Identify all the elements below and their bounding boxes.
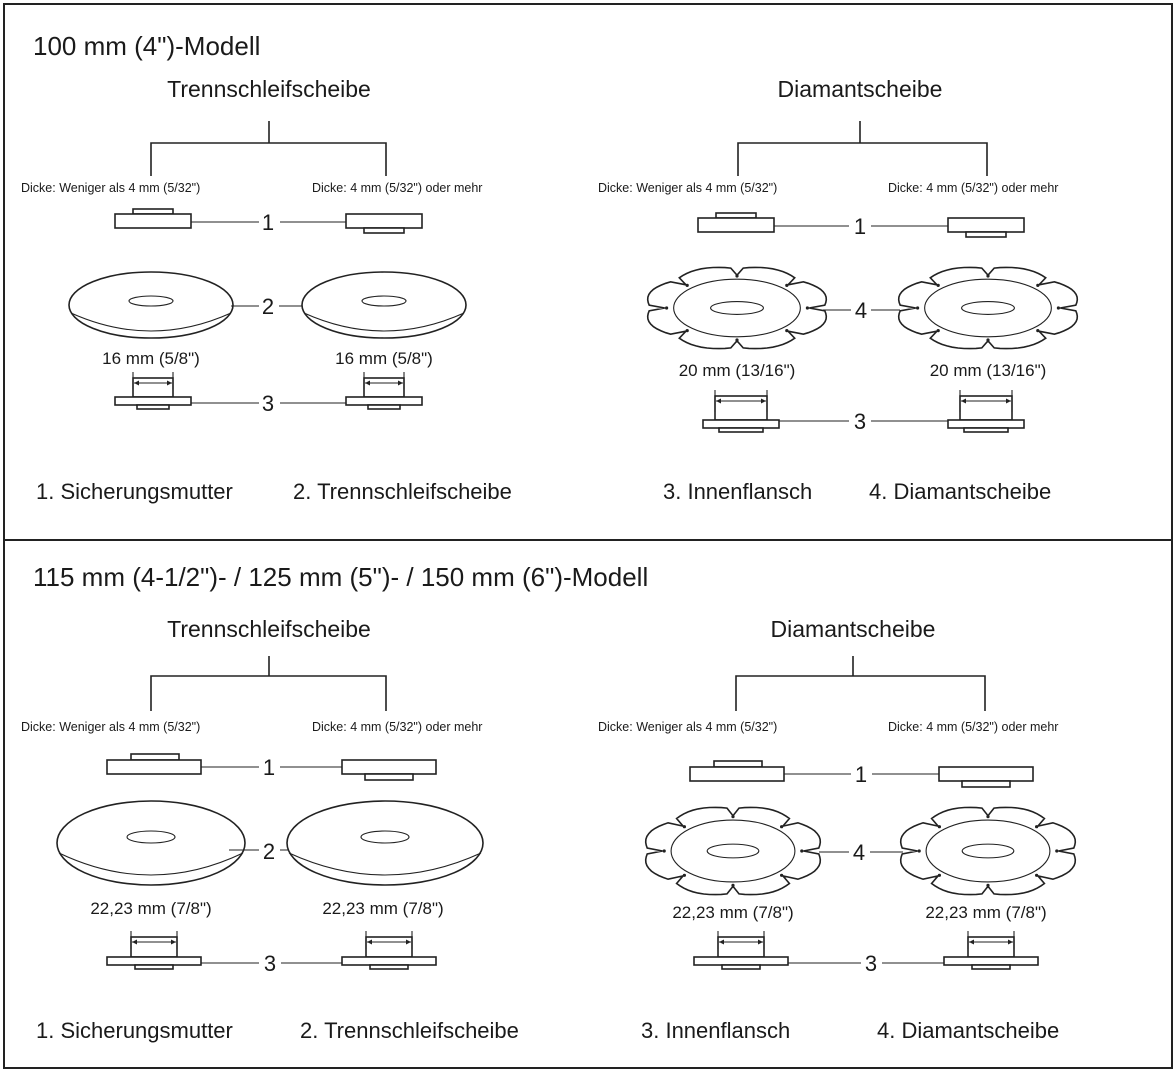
thin-wheel-label: Dicke: Weniger als 4 mm (5/32"): [21, 720, 200, 734]
callout-3: 3: [264, 951, 276, 976]
abrasive-cut-off-wheel: [56, 800, 246, 886]
inner-flange: [693, 931, 789, 970]
lock-nut-thin: [114, 208, 192, 229]
callout-4: 4: [853, 840, 865, 865]
callout-1: 1: [854, 214, 866, 239]
lock-nut-thick: [947, 217, 1025, 238]
callout-4: 4: [855, 298, 867, 323]
bore-diameter-label: 22,23 mm (7/8"): [90, 899, 211, 918]
panel-title: 100 mm (4")-Modell: [33, 31, 260, 61]
abrasive-heading: Trennschleifscheibe: [167, 616, 371, 642]
figure-frame: [3, 3, 1173, 1069]
legend-item-4: 4. Diamantscheibe: [869, 479, 1051, 504]
panel-divider: [3, 539, 1173, 541]
thick-wheel-label: Dicke: 4 mm (5/32") oder mehr: [888, 181, 1058, 195]
bore-diameter-label: 16 mm (5/8"): [102, 349, 200, 368]
abrasive-cut-off-wheel: [68, 271, 234, 339]
thick-wheel-label: Dicke: 4 mm (5/32") oder mehr: [888, 720, 1058, 734]
legend-item-3: 3. Innenflansch: [641, 1018, 790, 1043]
inner-flange: [345, 372, 423, 410]
thick-wheel-label: Dicke: 4 mm (5/32") oder mehr: [312, 720, 482, 734]
bore-diameter-label: 20 mm (13/16"): [930, 361, 1047, 380]
panel-100mm-model: 100 mm (4")-Modell Trennschleifscheibe D…: [3, 3, 1173, 539]
bore-diameter-label: 20 mm (13/16"): [679, 361, 796, 380]
diamond-wheel: [644, 806, 822, 896]
abrasive-bracket: [150, 121, 387, 176]
callout-1: 1: [263, 755, 275, 780]
diamond-heading: Diamantscheibe: [771, 616, 936, 642]
lock-nut-thin: [697, 212, 775, 233]
lock-nut-thin: [689, 760, 785, 782]
thick-wheel-label: Dicke: 4 mm (5/32") oder mehr: [312, 181, 482, 195]
bore-diameter-label: 22,23 mm (7/8"): [925, 903, 1046, 922]
inner-flange: [943, 931, 1039, 970]
inner-flange: [341, 931, 437, 970]
panel-115-125-150mm-model: 115 mm (4-1/2")- / 125 mm (5")- / 150 mm…: [3, 541, 1173, 1077]
diamond-bracket: [735, 656, 986, 711]
thin-wheel-label: Dicke: Weniger als 4 mm (5/32"): [598, 720, 777, 734]
bore-diameter-label: 22,23 mm (7/8"): [672, 903, 793, 922]
bore-diameter-label: 16 mm (5/8"): [335, 349, 433, 368]
thin-wheel-label: Dicke: Weniger als 4 mm (5/32"): [21, 181, 200, 195]
legend-item-4: 4. Diamantscheibe: [877, 1018, 1059, 1043]
legend-item-1: 1. Sicherungsmutter: [36, 479, 233, 504]
legend-item-1: 1. Sicherungsmutter: [36, 1018, 233, 1043]
inner-flange: [947, 390, 1025, 433]
callout-1: 1: [262, 210, 274, 235]
legend-item-2: 2. Trennschleifscheibe: [293, 479, 512, 504]
inner-flange: [114, 372, 192, 410]
lock-nut-thick: [341, 759, 437, 781]
legend-item-3: 3. Innenflansch: [663, 479, 812, 504]
diamond-heading: Diamantscheibe: [778, 76, 943, 102]
callout-3: 3: [854, 409, 866, 434]
abrasive-cut-off-wheel: [286, 800, 484, 886]
lock-nut-thick: [938, 766, 1034, 788]
callout-2: 2: [262, 294, 274, 319]
lock-nut-thick: [345, 213, 423, 234]
abrasive-bracket: [150, 656, 387, 711]
diamond-bracket: [737, 121, 988, 176]
thin-wheel-label: Dicke: Weniger als 4 mm (5/32"): [598, 181, 777, 195]
diamond-wheel: [897, 266, 1079, 350]
diamond-wheel: [646, 266, 828, 350]
callout-3: 3: [262, 391, 274, 416]
callout-1: 1: [855, 762, 867, 787]
legend-item-2: 2. Trennschleifscheibe: [300, 1018, 519, 1043]
inner-flange: [106, 931, 202, 970]
panel-title: 115 mm (4-1/2")- / 125 mm (5")- / 150 mm…: [33, 562, 648, 592]
callout-2: 2: [263, 839, 275, 864]
bore-diameter-label: 22,23 mm (7/8"): [322, 899, 443, 918]
abrasive-cut-off-wheel: [301, 271, 467, 339]
lock-nut-thin: [106, 753, 202, 775]
diamond-wheel: [899, 806, 1077, 896]
inner-flange: [702, 390, 780, 433]
abrasive-heading: Trennschleifscheibe: [167, 76, 371, 102]
callout-3: 3: [865, 951, 877, 976]
